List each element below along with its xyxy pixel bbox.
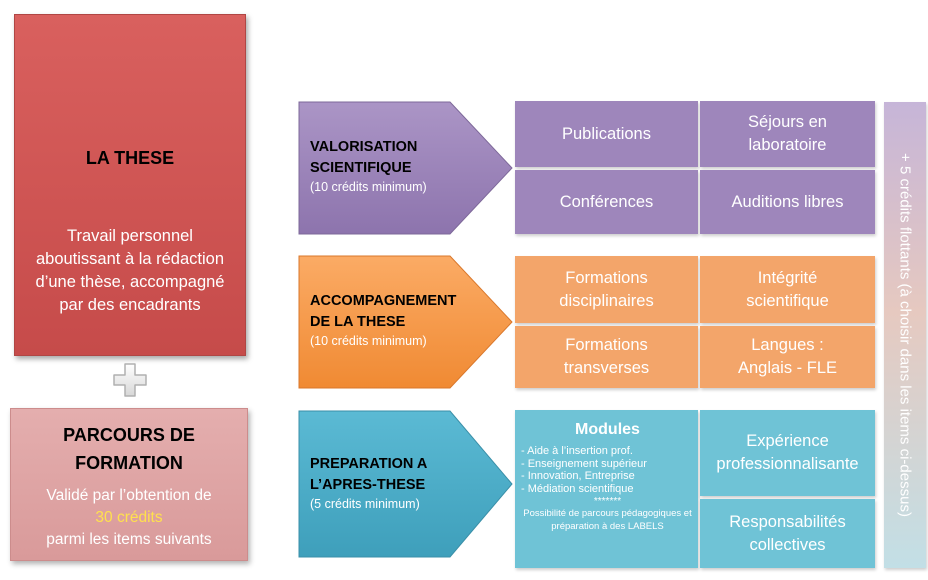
modules-note: Possibilité de parcours pédagogiques et … xyxy=(523,508,692,532)
these-box: LA THESE Travail personnel aboutissant à… xyxy=(14,14,246,356)
these-title: LA THESE xyxy=(85,148,175,168)
arrow-accompagnement-title-line1: ACCOMPAGNEMENT xyxy=(310,293,457,309)
arrow-accompagnement: ACCOMPAGNEMENT DE LA THESE (10 crédits m… xyxy=(298,255,514,389)
cell-experience: Expérience professionnalisante xyxy=(700,410,875,496)
arrow-preparation-shape xyxy=(298,410,513,558)
cell-modules: Modules - Aide à l’insertion prof. - Ens… xyxy=(515,410,698,568)
arrow-accompagnement-sub: (10 crédits minimum) xyxy=(310,334,427,348)
arrow-valorisation: VALORISATION SCIENTIFIQUE (10 crédits mi… xyxy=(298,101,514,235)
parcours-desc-line1: Validé par l’obtention de xyxy=(46,487,212,504)
cell-formations-transverses: Formations transverses xyxy=(515,326,698,388)
cell-integrite: Intégrité scientifique xyxy=(700,256,875,323)
arrow-preparation: PREPARATION A L’APRES-THESE (5 crédits m… xyxy=(298,410,514,558)
cell-sejours: Séjours en laboratoire xyxy=(700,101,875,167)
parcours-title-line1: PARCOURS DE xyxy=(63,425,195,445)
modules-item: - Enseignement supérieur xyxy=(521,457,647,470)
arrow-accompagnement-title-line2: DE LA THESE xyxy=(310,314,406,330)
modules-title: Modules xyxy=(575,421,640,438)
floating-credits-text: + 5 crédits flottants (à choisir dans le… xyxy=(896,153,914,517)
cell-conferences: Conférences xyxy=(515,170,698,234)
cell-responsabilites: Responsabilités collectives xyxy=(700,499,875,568)
modules-item: - Médiation scientifique xyxy=(521,482,634,495)
arrow-preparation-title-line1: PREPARATION A xyxy=(310,456,428,472)
cell-publications: Publications xyxy=(515,101,698,167)
arrow-valorisation-title-line2: SCIENTIFIQUE xyxy=(310,160,412,176)
modules-item: - Innovation, Entreprise xyxy=(521,470,635,482)
parcours-credits: 30 crédits xyxy=(95,509,163,526)
parcours-box: PARCOURS DE FORMATION Validé par l’obten… xyxy=(10,408,248,561)
cell-formations-disciplinaires: Formations disciplinaires xyxy=(515,256,698,323)
cell-auditions: Auditions libres xyxy=(700,170,875,234)
arrow-valorisation-title: VALORISATION SCIENTIFIQUE xyxy=(310,137,480,179)
arrow-valorisation-sub: (10 crédits minimum) xyxy=(310,180,427,194)
parcours-title-line2: FORMATION xyxy=(75,453,183,473)
modules-stars: ******* xyxy=(593,496,622,507)
floating-credits-bar: + 5 crédits flottants (à choisir dans le… xyxy=(884,102,926,568)
parcours-title: PARCOURS DE FORMATION xyxy=(11,421,247,477)
arrow-accompagnement-shape xyxy=(298,255,513,389)
these-description: Travail personnel aboutissant à la rédac… xyxy=(35,227,225,314)
arrow-preparation-sub: (5 crédits minimum) xyxy=(310,497,420,511)
arrow-preparation-title: PREPARATION A L’APRES-THESE xyxy=(310,454,480,496)
parcours-desc-line3: parmi les items suivants xyxy=(46,531,212,548)
parcours-description: Validé par l’obtention de 30 crédits par… xyxy=(17,485,241,551)
arrow-preparation-title-line2: L’APRES-THESE xyxy=(310,477,426,493)
modules-item: - Aide à l’insertion prof. xyxy=(521,445,633,457)
arrow-valorisation-shape xyxy=(298,101,513,235)
plus-icon xyxy=(113,363,147,397)
arrow-accompagnement-title: ACCOMPAGNEMENT DE LA THESE xyxy=(310,291,490,333)
cell-langues: Langues : Anglais - FLE xyxy=(700,326,875,388)
arrow-valorisation-title-line1: VALORISATION xyxy=(310,139,418,155)
